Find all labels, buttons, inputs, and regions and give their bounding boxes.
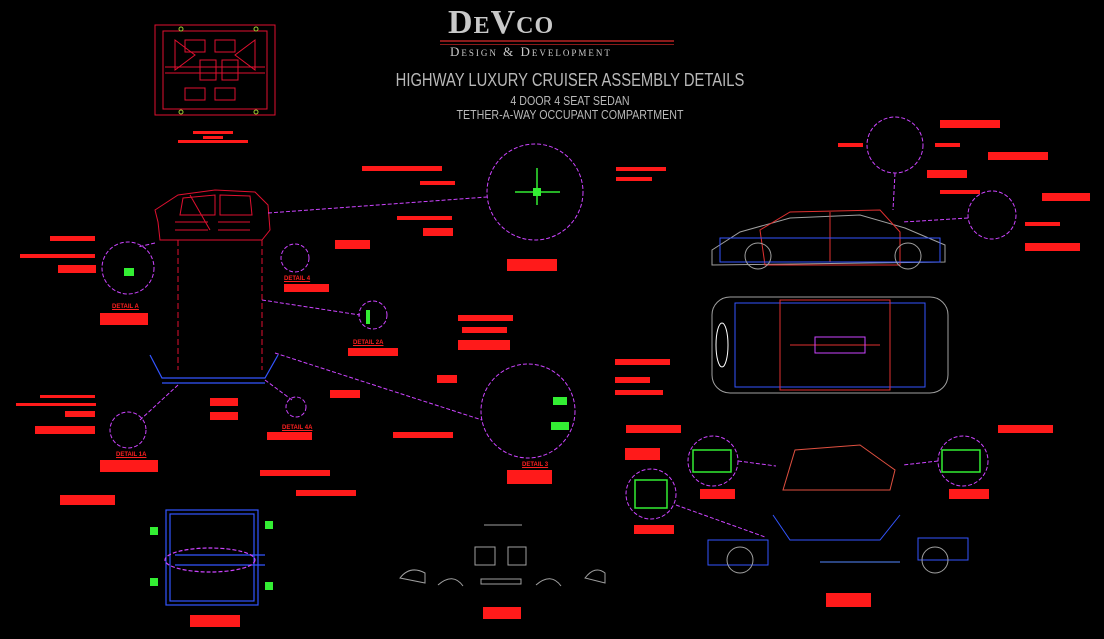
callout-leaders — [101, 116, 1017, 538]
body-panels — [399, 524, 606, 587]
logo-letter: E — [473, 13, 491, 39]
logo-rule — [440, 40, 674, 42]
detail-4a-caption: DETAIL 4A — [282, 425, 313, 431]
detail-2a-caption: DETAIL 2A — [353, 340, 384, 346]
logo-letter: CO — [516, 13, 555, 39]
detail-1a-caption: DETAIL 1A — [116, 452, 147, 458]
logo-letter: D — [448, 4, 474, 41]
compartment-base-frame — [164, 509, 265, 606]
drawing-title: HIGHWAY LUXURY CRUISER ASSEMBLY DETAILS — [395, 70, 745, 90]
floor-pan-frame — [149, 354, 279, 384]
logo-rule — [440, 44, 674, 45]
devco-logo: DEVCO — [448, 6, 688, 43]
detail-caption: DETAIL 4 — [284, 276, 311, 282]
annotation-text-blocks — [16, 120, 1090, 627]
exploded-assembly — [707, 444, 969, 574]
detail-3-caption: DETAIL 3 — [522, 462, 549, 468]
sedan-side-elevation — [154, 189, 271, 370]
compartment-floor-plan — [154, 24, 276, 116]
logo-subtitle: Design & Development — [450, 44, 612, 59]
sedan-assembled-side — [711, 209, 946, 270]
drawing-subtitle-2: TETHER-A-WAY OCCUPANT COMPARTMENT — [456, 107, 684, 122]
sedan-top-view — [711, 296, 949, 394]
detail-a-caption: DETAIL A — [112, 304, 139, 310]
logo-letter: V — [490, 4, 517, 41]
drawing-subtitle-1: 4 DOOR 4 SEAT SEDAN — [510, 93, 630, 108]
